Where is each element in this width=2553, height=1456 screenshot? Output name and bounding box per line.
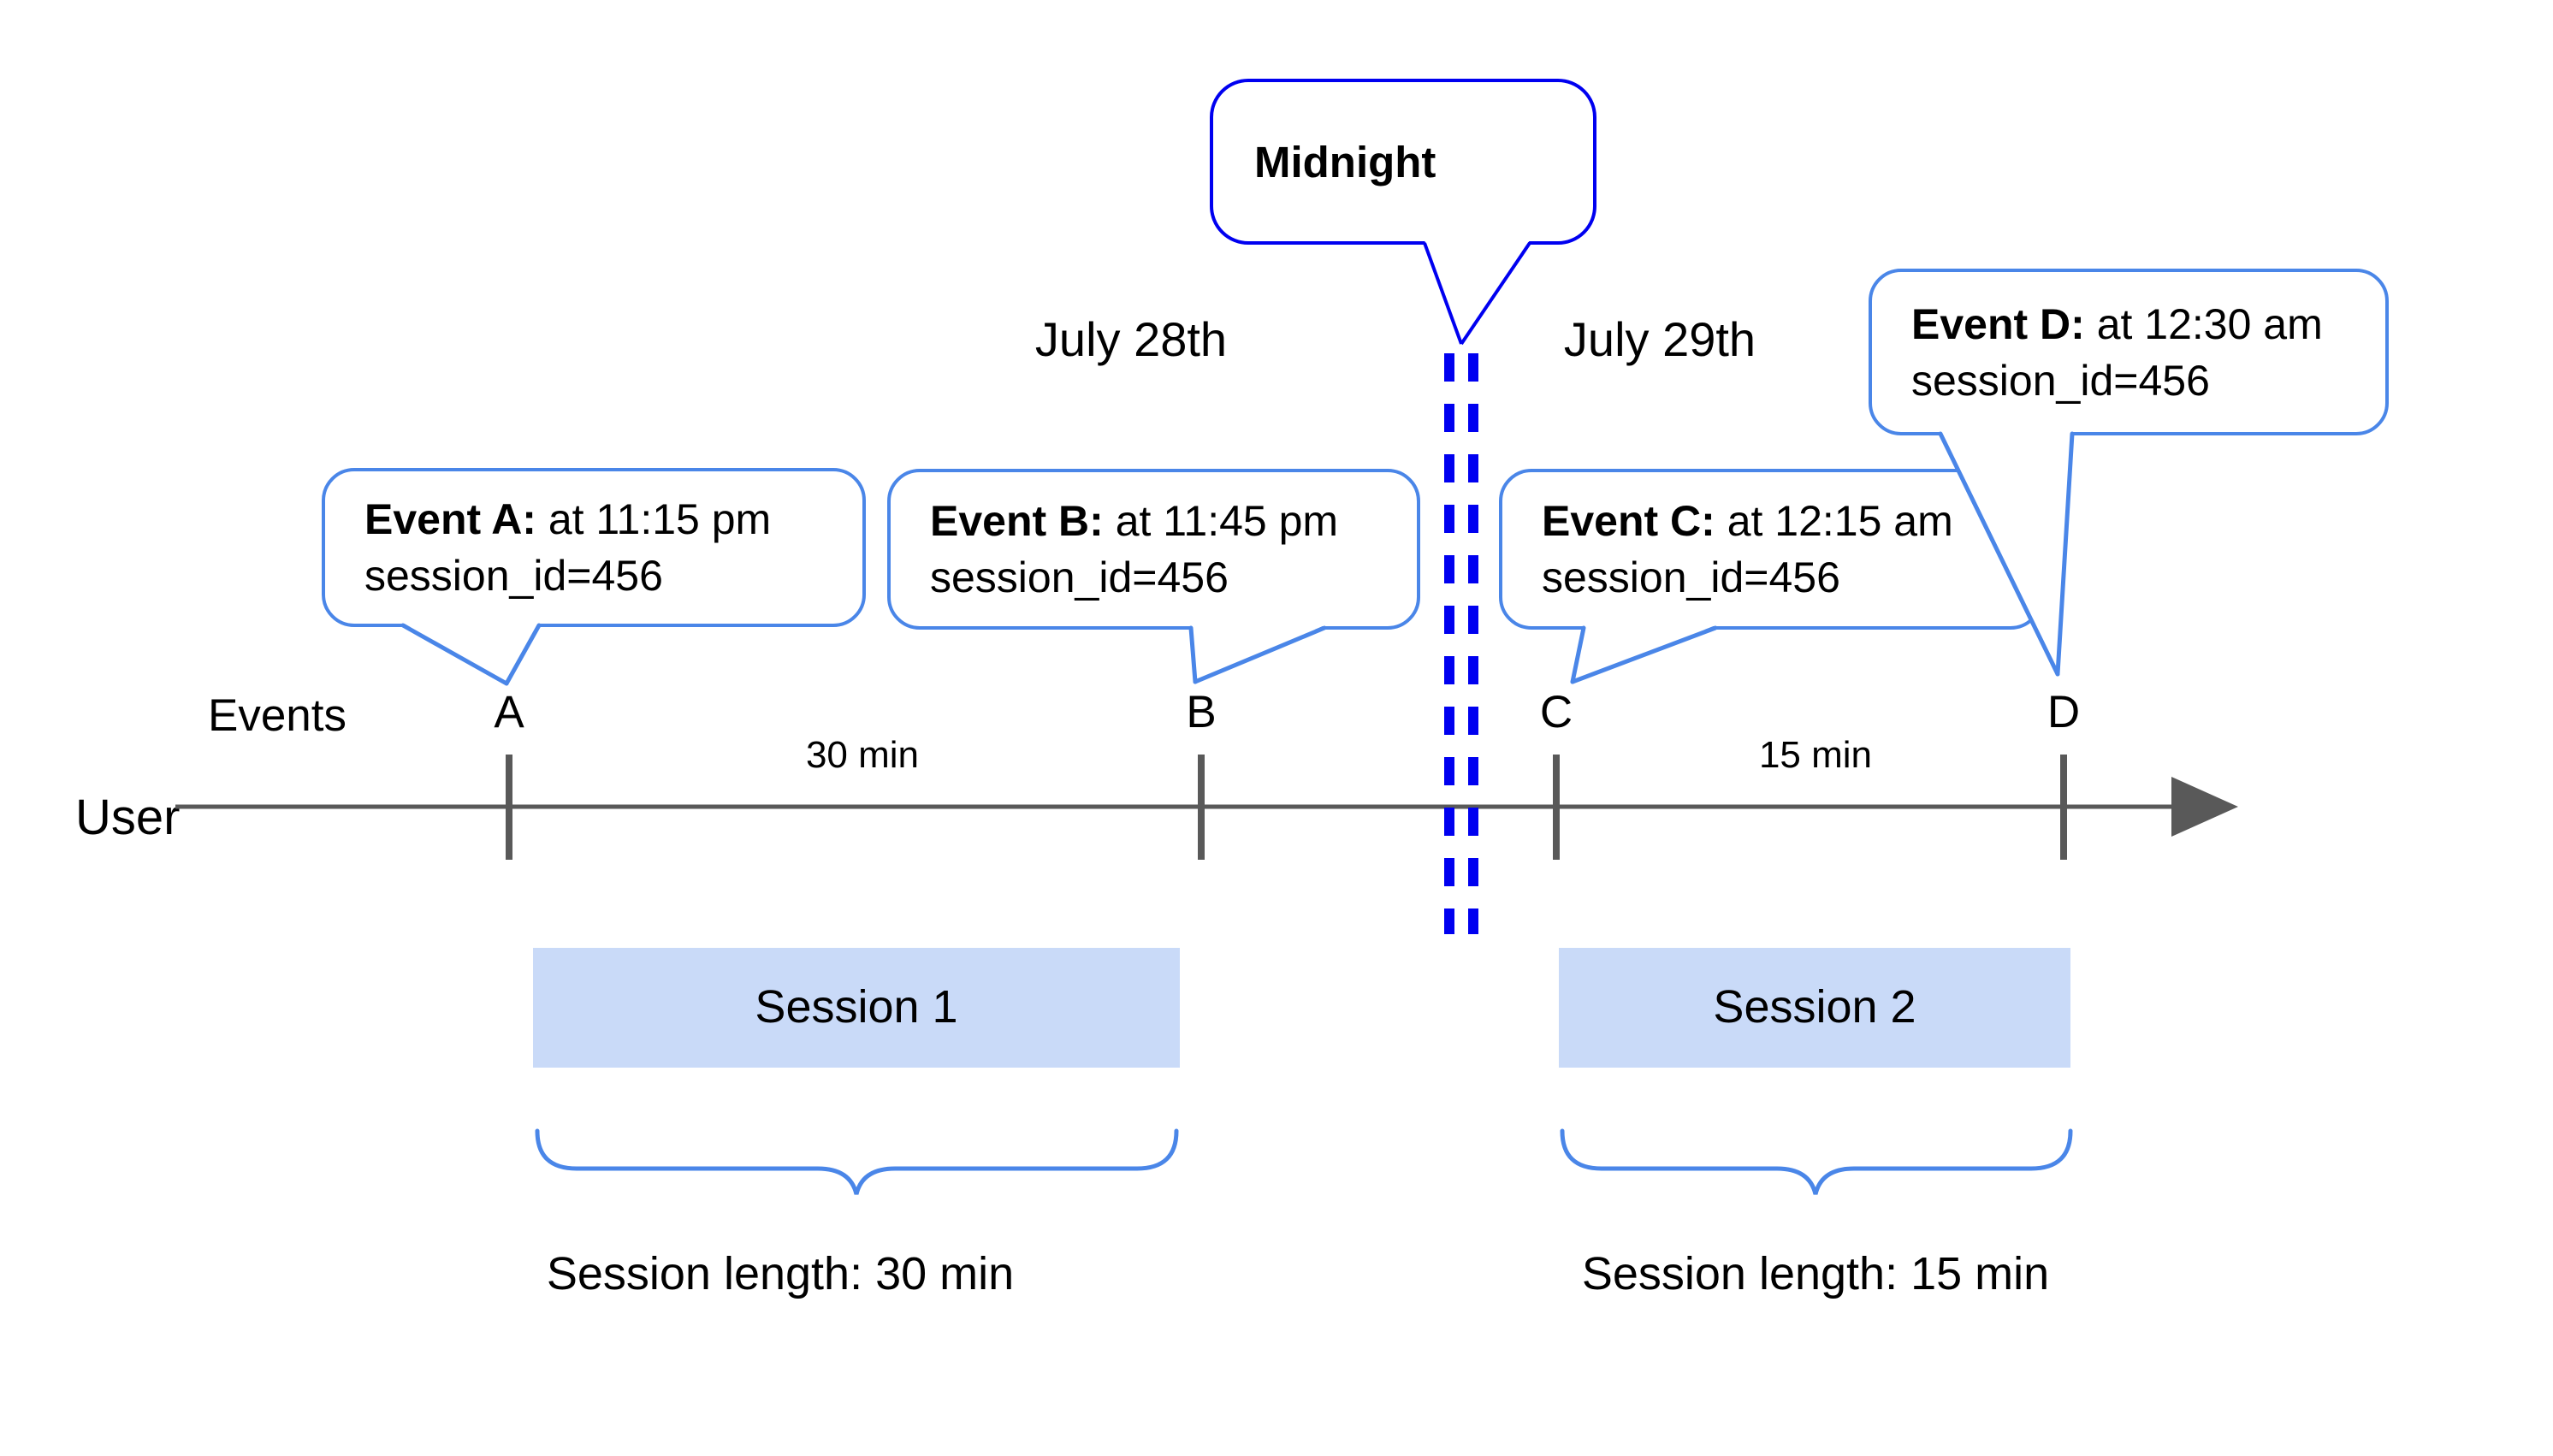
event-c-session-id: session_id=456: [1542, 553, 1840, 601]
event-b-title: Event B:: [930, 497, 1104, 545]
event-a-callout: Event A: at 11:15 pm session_id=456: [322, 468, 866, 627]
session-1-length-label: Session length: 30 min: [546, 1248, 1015, 1299]
session-2-box: [1559, 948, 2070, 1068]
event-b-time: at 11:45 pm: [1103, 497, 1339, 545]
event-a-time: at 11:15 pm: [536, 495, 772, 543]
user-axis-label: User: [75, 790, 181, 845]
event-d-title: Event D:: [1911, 299, 2085, 348]
event-a-callout-line1: Event A: at 11:15 pm: [364, 491, 862, 547]
session-1-label: Session 1: [755, 981, 958, 1033]
event-d-session-id: session_id=456: [1911, 356, 2210, 405]
session-1-box: [533, 948, 1180, 1068]
session-2-length-label: Session length: 15 min: [1581, 1248, 2050, 1299]
interval-label-15min: 15 min: [1758, 734, 1873, 776]
event-c-title: Event C:: [1542, 497, 1715, 545]
event-b-callout-line1: Event B: at 11:45 pm: [930, 493, 1417, 549]
event-d-callout: Event D: at 12:30 am session_id=456: [1869, 269, 2389, 435]
tick-label-b: B: [1186, 687, 1217, 737]
event-a-title: Event A:: [364, 495, 536, 543]
event-c-time: at 12:15 am: [1715, 497, 1953, 545]
event-c-callout-line1: Event C: at 12:15 am: [1542, 493, 2040, 549]
date-label-july-28: July 28th: [1034, 312, 1228, 366]
events-axis-label: Events: [207, 690, 347, 741]
event-b-callout: Event B: at 11:45 pm session_id=456: [887, 469, 1420, 630]
event-d-time: at 12:30 am: [2084, 299, 2323, 348]
midnight-callout: Midnight: [1210, 79, 1596, 245]
interval-label-30min: 30 min: [805, 734, 920, 776]
tick-label-a: A: [494, 687, 524, 737]
session-2-label: Session 2: [1713, 981, 1916, 1033]
date-label-july-29: July 29th: [1563, 312, 1756, 366]
tick-label-d: D: [2047, 687, 2081, 737]
event-b-session-id: session_id=456: [930, 553, 1229, 601]
tick-label-c: C: [1539, 687, 1573, 737]
event-a-session-id: session_id=456: [364, 552, 663, 600]
event-c-callout: Event C: at 12:15 am session_id=456: [1499, 469, 2043, 630]
event-d-callout-line1: Event D: at 12:30 am: [1911, 296, 2385, 352]
midnight-callout-label: Midnight: [1254, 137, 1436, 186]
